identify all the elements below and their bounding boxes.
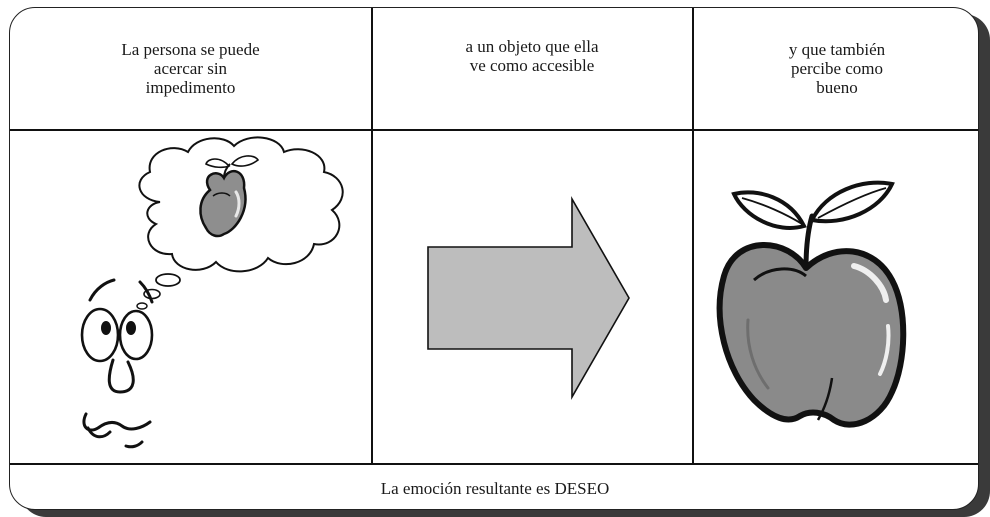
left-leaf [731,190,807,230]
worried-face [80,278,154,449]
thinking-face-icon [80,136,344,449]
caption-person-text: La persona se puede acercar sin impedime… [121,40,260,97]
footer-caption-text: La emoción resultante es DESEO [380,478,610,498]
caption-good: y que también percibe como bueno [694,8,978,129]
caption-object-text: a un objeto que ella ve como accesible [465,36,599,75]
thought-bubble-3 [136,302,148,310]
caption-object: a un objeto que ella ve como accesible [372,8,692,129]
thought-bubble-1 [155,273,181,287]
apple-icon [716,180,907,428]
right-arrow-icon [427,196,630,400]
apple-body [716,242,907,428]
diagram-card: La persona se puede acercar sin impedime… [9,7,979,510]
caption-good-text: y que también percibe como bueno [788,40,886,97]
header-divider [10,129,978,131]
column-divider-2 [692,8,694,464]
column-divider-1 [371,8,373,464]
footer-caption: La emoción resultante es DESEO [10,465,978,509]
footer-divider [10,463,978,465]
caption-person: La persona se puede acercar sin impedime… [10,8,371,129]
small-apple [199,155,260,238]
